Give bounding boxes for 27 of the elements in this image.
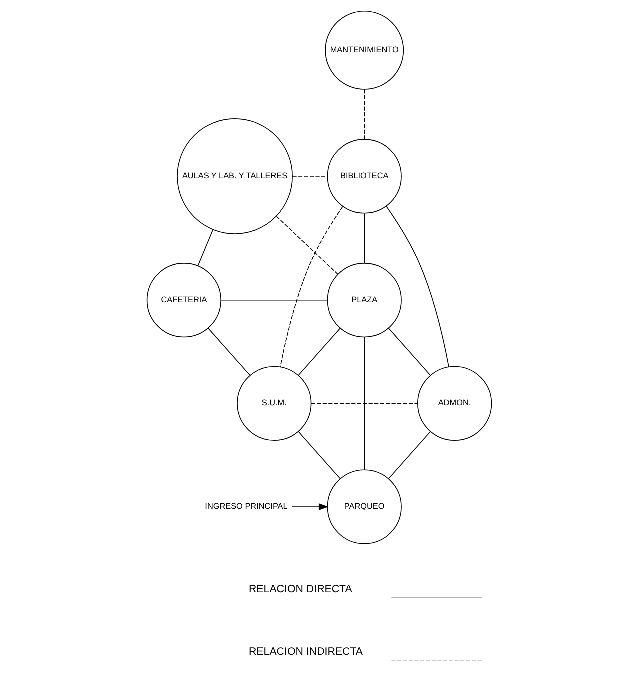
node-circle: AULAS Y LAB. Y TALLERES xyxy=(177,118,293,234)
connector xyxy=(388,431,432,480)
connector xyxy=(386,206,450,368)
connector xyxy=(310,403,418,404)
connector xyxy=(198,229,214,266)
connector xyxy=(364,213,366,264)
connector xyxy=(220,300,328,301)
connector xyxy=(276,216,338,275)
connector xyxy=(208,328,251,376)
node-circle: CAFETERIA xyxy=(146,263,222,338)
connector xyxy=(298,431,341,480)
connector xyxy=(364,336,366,470)
node-circle: ADMON. xyxy=(418,366,492,441)
connector xyxy=(280,206,344,368)
node-circle: MANTENIMIENTO xyxy=(325,10,404,90)
connector xyxy=(388,328,431,376)
connector xyxy=(364,89,366,140)
legend-label: RELACION INDIRECTA xyxy=(248,646,364,658)
node-circle: S.U.M. xyxy=(237,366,312,441)
arrow xyxy=(292,504,329,510)
legend-label: RELACION DIRECTA xyxy=(248,584,352,596)
connector xyxy=(298,328,341,376)
node-circle: PLAZA xyxy=(327,263,402,338)
node-circle: PARQUEO xyxy=(327,470,402,544)
node-circle: BIBLIOTECA xyxy=(327,139,402,214)
connector xyxy=(292,176,328,177)
node-text: INGRESO PRINCIPAL xyxy=(205,502,288,512)
